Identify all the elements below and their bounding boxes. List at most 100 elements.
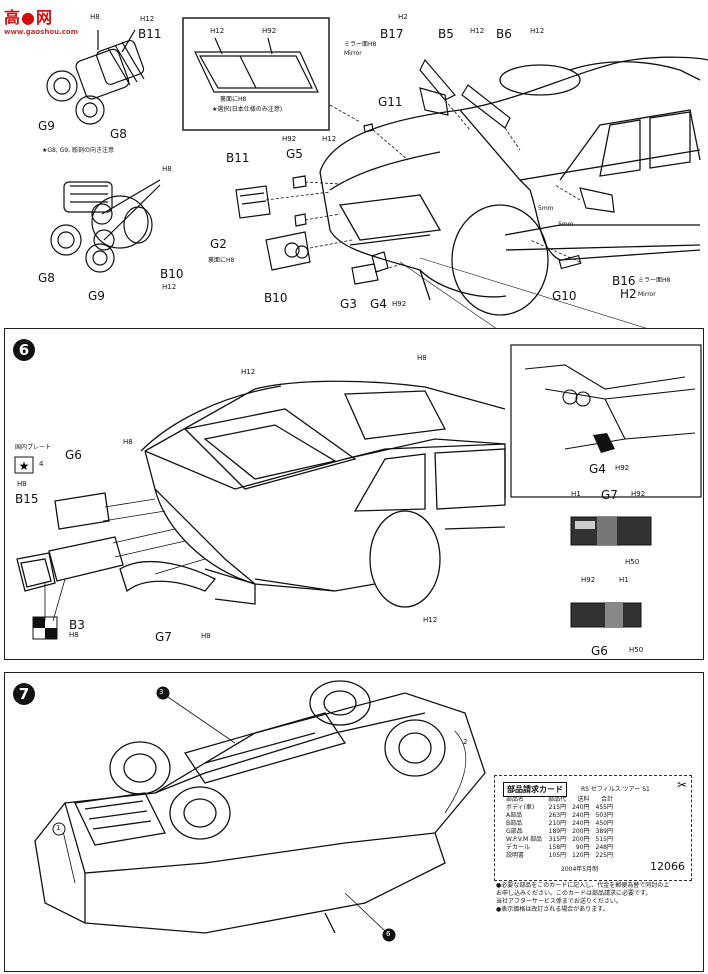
order-cell: 215円	[548, 804, 567, 811]
label-h12-c: H12	[322, 135, 337, 143]
label-h8-top: H8	[417, 354, 427, 362]
mirror-b16-note: ミラー面H8	[638, 277, 671, 284]
label-b15: B15	[15, 492, 39, 506]
g6-h1: H1	[619, 576, 629, 584]
label-h92-c: H92	[282, 135, 297, 143]
step-6-number: 6	[13, 339, 35, 361]
order-cell: 248円	[595, 844, 613, 851]
order-card-title: 部品請求カード	[503, 782, 567, 797]
inset-label-h12: H12	[210, 27, 225, 35]
note-line: ●表示価格は改訂される場合があります。	[496, 906, 609, 913]
order-cell: 450円	[595, 820, 613, 827]
label-h12-d: H12	[470, 27, 485, 35]
order-cell: A部品	[506, 812, 523, 819]
label-h8-g7: H8	[201, 632, 211, 640]
label-b6: B6	[496, 27, 512, 41]
step-7-drawing	[34, 680, 486, 942]
label-h2-a: H2	[398, 13, 408, 21]
label-h8-left: H8	[123, 438, 133, 446]
order-card-code: 12066	[650, 860, 685, 873]
order-card-subtitle: RS ゼフィルス ツアー S1	[581, 786, 650, 793]
callout-1: 1	[56, 824, 61, 832]
step-7-number: 7	[13, 683, 35, 705]
label-h8-b: H8	[162, 165, 172, 173]
label-h12-a: H12	[140, 15, 155, 23]
label-b10-b: B10	[160, 267, 184, 281]
order-notes: ●必要な部品をこのカードに記入し、代金を郵便為替で同封の上 お申し込みください。…	[496, 882, 696, 914]
label-g9-a: G9	[38, 119, 55, 133]
scissors-icon: ✂	[676, 778, 687, 792]
label-h8-g6: H8	[17, 480, 27, 488]
order-cell: W.P.V.M 部品	[506, 836, 543, 843]
note-back-h8: 裏面にH8	[208, 257, 235, 264]
watermark-logo: 高●网 www.gaoshou.com	[4, 4, 78, 36]
note-line: ●必要な部品をこのカードに記入し、代金を郵便為替で同封の上	[496, 882, 670, 889]
order-cell: 503円	[595, 812, 613, 819]
g7-h50: H50	[625, 558, 640, 566]
label-g2: G2	[210, 237, 227, 251]
mirror-top-word: Mirror	[344, 50, 362, 57]
label-g10: G10	[552, 289, 577, 303]
order-cell: 240円	[572, 812, 590, 819]
order-cell: 315円	[548, 836, 567, 843]
callout-3: 3	[159, 688, 164, 696]
watermark-text: 高●网	[4, 8, 53, 27]
label-h92-d: H92	[392, 300, 407, 308]
label-b11-c: B11	[226, 151, 250, 165]
step-5-drawing	[46, 17, 708, 346]
label-g5: G5	[286, 147, 303, 161]
inset-label-h92: H92	[262, 27, 277, 35]
note-g8-g9: ★G8, G9, 彫刻の向き注意	[42, 147, 114, 154]
step-6-panel: 6	[4, 328, 704, 660]
g4-detail-box	[510, 344, 702, 498]
plate-note: 国内プレート	[15, 444, 52, 451]
label-g3: G3	[340, 297, 357, 311]
order-header-cell: 合計	[600, 796, 613, 803]
label-h2-b: H2	[620, 287, 637, 301]
detail-label-g4: G4	[589, 462, 606, 476]
detail-label-h92: H92	[615, 464, 630, 472]
order-cell: 455円	[595, 804, 613, 811]
order-cell: 105円	[548, 852, 567, 859]
inset-note-select: ★選択(日本仕様のみ注意)	[212, 106, 283, 113]
callout-2: 2	[463, 738, 468, 746]
order-cell: 240円	[572, 804, 590, 811]
label-g4: G4	[370, 297, 387, 311]
svg-text:★: ★	[19, 459, 30, 473]
mirror-b16-word: Mirror	[638, 291, 656, 298]
order-cell: B部品	[506, 820, 523, 827]
label-b17: B17	[380, 27, 404, 41]
label-h12-b: H12	[162, 283, 177, 291]
g7-detail-label: G7	[601, 488, 618, 502]
order-cell: 200円	[572, 828, 590, 835]
g6-h92: H92	[581, 576, 596, 584]
label-b11-a: B11	[138, 27, 162, 41]
order-cell: 120円	[572, 852, 590, 859]
label-h12-side: H12	[423, 616, 438, 624]
g7-h92: H92	[631, 490, 646, 498]
inset-note-back: 裏面にH8	[220, 96, 247, 103]
parts-order-card: 部品請求カード RS ゼフィルス ツアー S1 ✂ 部品名 部品代 送料 合計 …	[494, 775, 692, 881]
mirror-top-note: ミラー面H8	[344, 41, 377, 48]
order-cell: 389円	[595, 828, 613, 835]
order-header-cell: 部品名	[506, 796, 525, 803]
label-h8-a: H8	[90, 13, 100, 21]
order-cell: 説明書	[506, 852, 525, 859]
order-header-cell: 部品代	[548, 796, 567, 803]
label-b16: B16	[612, 274, 636, 288]
g6-detail-label: G6	[591, 644, 608, 658]
order-cell: デカール	[506, 844, 531, 851]
dim-5mm-b: 5mm	[558, 221, 574, 228]
label-h12-e: H12	[530, 27, 545, 35]
label-g8-b: G8	[38, 271, 55, 285]
order-cell: 189円	[548, 828, 567, 835]
label-g7: G7	[155, 630, 172, 644]
label-g9-b: G9	[88, 289, 105, 303]
label-b5: B5	[438, 27, 454, 41]
note-line: 当社アフターサービス係までお送りください。	[496, 898, 622, 905]
